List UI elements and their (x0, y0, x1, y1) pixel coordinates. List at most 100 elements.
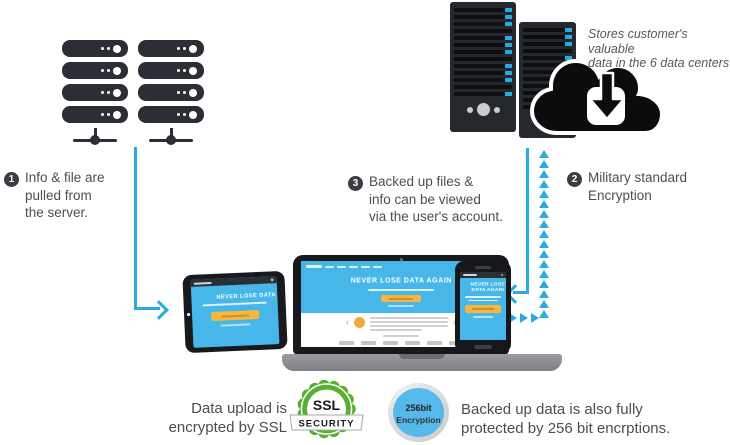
up-arrow-icon (539, 240, 549, 248)
encryption-unit: bit (420, 403, 432, 413)
up-arrow-column (539, 150, 549, 320)
tower-slats (454, 8, 512, 96)
server-unit (62, 40, 128, 57)
datacenter-tower-icon (450, 2, 516, 132)
site-logo (193, 281, 212, 285)
right-arrowhead-icon (149, 300, 169, 320)
prev-arrow-icon: ‹ (346, 317, 349, 327)
ssl-label: SSL (313, 397, 341, 413)
up-arrow-icon (539, 260, 549, 268)
server-unit (138, 62, 204, 79)
phone-cta-button (465, 305, 501, 313)
up-arrow-icon (539, 190, 549, 198)
step-3-badge: 3 (348, 176, 363, 191)
site-logo (306, 265, 322, 268)
flow-line-down-cloud (526, 148, 529, 294)
up-arrow-icon (539, 230, 549, 238)
up-arrow-icon (539, 290, 549, 298)
server-slat (454, 43, 512, 47)
server-slat (454, 50, 512, 54)
laptop-testimonial-section: ‹ › (301, 313, 501, 345)
server-slat (454, 15, 512, 19)
up-arrow-icon (539, 150, 549, 158)
laptop-headline: NEVER LOSE DATA AGAIN (350, 277, 452, 285)
flow-line-down (134, 147, 137, 310)
server-slat (523, 56, 572, 60)
server-slat (523, 42, 572, 46)
phone-speaker-icon (475, 266, 491, 269)
up-arrow-icon (539, 280, 549, 288)
up-arrow-icon (539, 160, 549, 168)
step-1-badge: 1 (4, 172, 19, 187)
menu-icon (501, 274, 503, 276)
server-slat (523, 35, 572, 39)
laptop-notch (399, 354, 445, 359)
server-slat (454, 78, 512, 82)
tablet-topbar (190, 276, 277, 287)
flow-line-right (134, 307, 160, 310)
phone: NEVER LOSE DATA AGAIN (455, 261, 511, 353)
footer-left-text: Data upload is encrypted by SSL (168, 400, 287, 436)
right-arrow-icon (531, 313, 539, 323)
next-arrow-icon: › (453, 317, 456, 327)
up-arrow-icon (539, 310, 549, 318)
server-slat (454, 64, 512, 68)
server-slat (454, 29, 512, 33)
phone-home-button (474, 345, 492, 349)
server-unit (62, 84, 128, 101)
server-slat (454, 22, 512, 26)
up-arrow-icon (539, 300, 549, 308)
server-slat (523, 28, 572, 32)
avatar (354, 317, 365, 328)
server-unit (138, 84, 204, 101)
site-logo (463, 274, 477, 276)
testimonial-text-placeholder (370, 317, 448, 333)
server-slat (454, 71, 512, 75)
phone-headline: NEVER LOSE DATA AGAIN (470, 281, 506, 293)
up-arrow-icon (539, 250, 549, 258)
up-arrow-icon (539, 210, 549, 218)
encryption-badge: 256bit Encryption (388, 383, 449, 442)
server-stack-icon (62, 40, 128, 152)
ssl-security-badge: SSL SECURITY (289, 379, 364, 439)
cloud-download-icon (529, 58, 665, 135)
datacenter-caption: Stores customer's valuable data in the 6… (588, 27, 730, 70)
up-arrow-icon (539, 170, 549, 178)
up-arrow-icon (539, 200, 549, 208)
tower-dots (454, 103, 512, 116)
up-arrow-icon (539, 220, 549, 228)
server-unit (62, 62, 128, 79)
webcam-icon (399, 257, 403, 261)
server-stack-icon (138, 40, 204, 152)
encryption-value: 256 (405, 403, 421, 413)
server-slat (454, 85, 512, 89)
server-slat (523, 49, 572, 53)
server-slat (454, 36, 512, 40)
tablet-camera-icon (186, 312, 191, 316)
server-slat (454, 57, 512, 61)
network-stand-icon (138, 128, 204, 152)
up-arrow-icon (539, 180, 549, 188)
phone-topbar (460, 272, 506, 278)
server-unit (138, 40, 204, 57)
server-slat (523, 77, 572, 81)
menu-icon (270, 278, 274, 282)
encryption-label: Encryption (396, 415, 441, 425)
encryption-badge-face: 256bit Encryption (393, 388, 444, 437)
phone-display: NEVER LOSE DATA AGAIN (460, 272, 506, 340)
up-arrow-icon (539, 270, 549, 278)
step-2-badge: 2 (567, 172, 582, 187)
server-slat (454, 92, 512, 96)
server-slat (454, 8, 512, 12)
tablet-cta-button (210, 309, 260, 322)
right-arrow-icon (509, 313, 517, 323)
server-unit (62, 106, 128, 123)
flow-line-left (513, 291, 529, 294)
tablet: NEVER LOSE DATA AGAIN (182, 270, 288, 354)
network-stand-icon (62, 128, 128, 152)
security-label: SECURITY (298, 419, 354, 430)
